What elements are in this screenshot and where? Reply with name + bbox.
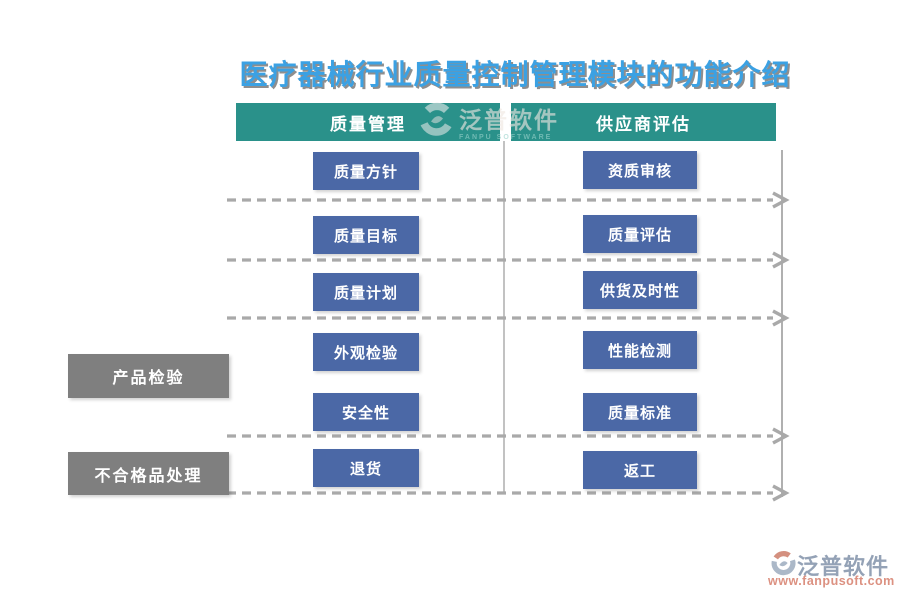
- right-boundary-line: [781, 150, 783, 497]
- fanpu-logo-icon: [771, 551, 796, 576]
- item-quality-policy: 质量方针: [313, 152, 419, 190]
- item-qualification-review: 资质审核: [583, 151, 697, 189]
- item-quality-plan: 质量计划: [313, 273, 419, 311]
- item-quality-objective: 质量目标: [313, 216, 419, 254]
- flow-arrow: [227, 251, 793, 269]
- item-performance-testing: 性能检测: [583, 331, 697, 369]
- flow-arrow: [227, 484, 793, 502]
- item-quality-evaluation: 质量评估: [583, 215, 697, 253]
- flow-arrow: [227, 309, 793, 327]
- flow-arrow: [227, 191, 793, 209]
- item-safety: 安全性: [313, 393, 419, 431]
- column-header-supplier-evaluation: 供应商评估: [511, 103, 776, 141]
- item-return-goods: 退货: [313, 449, 419, 487]
- item-rework: 返工: [583, 451, 697, 489]
- item-appearance-inspection: 外观检验: [313, 333, 419, 371]
- side-label-nonconforming-handling: 不合格品处理: [68, 452, 229, 495]
- footer-brand-name: 泛普软件: [797, 554, 890, 579]
- flow-arrow: [227, 427, 793, 445]
- item-quality-standard: 质量标准: [583, 393, 697, 431]
- item-supply-timeliness: 供货及时性: [583, 271, 697, 309]
- footer-brand-url: www.fanpusoft.com: [768, 574, 895, 588]
- page-title: 医疗器械行业质量控制管理模块的功能介绍: [239, 59, 791, 90]
- side-label-product-inspection: 产品检验: [68, 354, 229, 398]
- column-header-quality-management: 质量管理: [236, 103, 500, 141]
